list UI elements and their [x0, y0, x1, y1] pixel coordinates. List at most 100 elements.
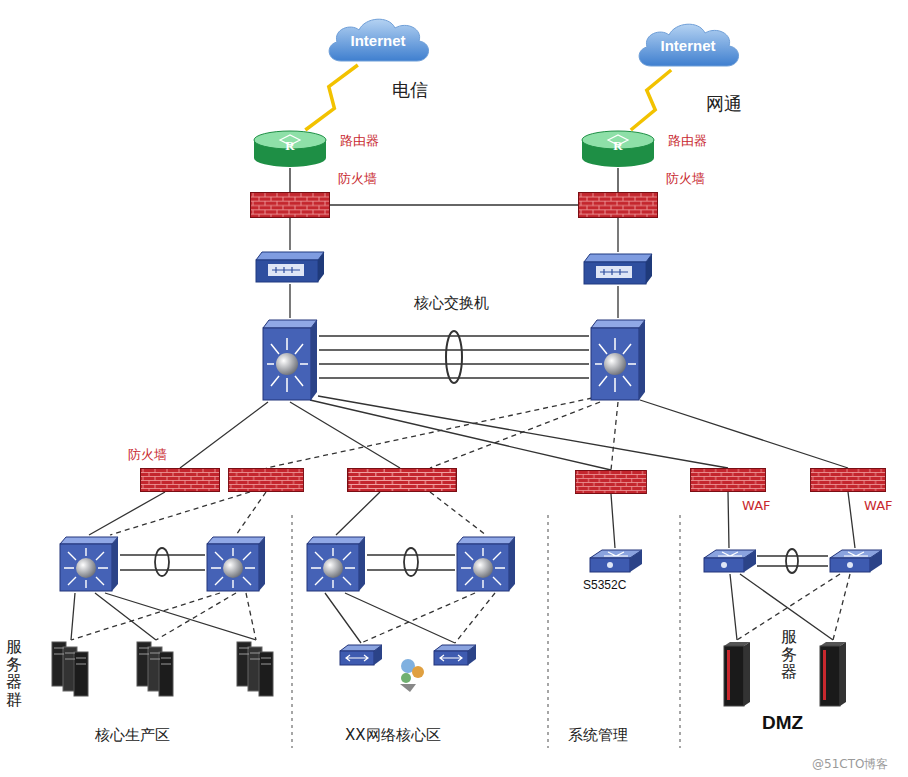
firewall: 防火墙	[250, 192, 330, 218]
art-ellipse	[446, 331, 462, 383]
firewall-shape	[579, 193, 658, 218]
wan-link	[631, 70, 671, 130]
isp-label: 网通	[706, 92, 742, 116]
art-use	[434, 645, 476, 665]
zone-vertical-label: 服务器群	[6, 638, 22, 708]
router-text: 路由器	[668, 132, 707, 150]
art-path	[757, 556, 828, 566]
art-use	[137, 642, 173, 696]
art-use	[263, 320, 317, 400]
waf: WAF	[810, 468, 886, 492]
internet-cloud-text: Internet	[660, 37, 715, 54]
access-switch-shape	[590, 550, 642, 572]
art-use	[340, 645, 382, 665]
devices	[52, 252, 882, 706]
wires	[71, 218, 855, 748]
art-circle	[401, 673, 411, 683]
connector-path	[305, 65, 357, 130]
watermark: @51CTO博客	[812, 756, 888, 773]
router-mark: R	[613, 138, 622, 154]
firewall: 防火墙	[578, 192, 658, 218]
zone-label: 系统管理	[568, 726, 628, 745]
router-shape	[582, 131, 654, 167]
art-use	[237, 642, 273, 696]
connector-path	[330, 204, 578, 205]
firewall-icon	[250, 192, 330, 218]
art-path	[89, 492, 380, 535]
waf-icon	[690, 468, 766, 492]
art-ellipse	[404, 548, 418, 576]
art-path	[180, 396, 848, 470]
firewall: 防火墙	[140, 468, 220, 492]
firewall-shape	[251, 193, 330, 218]
connector-path	[617, 168, 618, 192]
art-circle	[412, 666, 424, 678]
internet-cloud-text: Internet	[350, 32, 405, 49]
art-path	[290, 218, 618, 318]
art-path	[292, 515, 680, 748]
internet-cloud-shape	[639, 24, 738, 66]
art-path	[110, 492, 486, 535]
router-shape	[254, 131, 326, 167]
zone-label: DMZ	[762, 712, 803, 734]
waf-text: WAF	[864, 498, 893, 513]
zone-label: 核心生产区	[95, 726, 170, 745]
waf-shape	[810, 469, 885, 492]
waf-text: WAF	[742, 498, 771, 513]
link-line	[330, 205, 578, 206]
internet-cloud-shape	[329, 19, 428, 61]
wan-link	[305, 65, 357, 130]
internet-cloud: Internet	[633, 20, 743, 70]
connector-path	[631, 70, 671, 130]
waf: WAF	[690, 468, 766, 492]
firewall-icon	[578, 192, 658, 218]
firewall-text: 防火墙	[338, 170, 377, 188]
connector-path	[289, 168, 290, 192]
art-path	[611, 492, 855, 548]
art-ellipse	[155, 548, 169, 576]
link-line	[618, 168, 619, 192]
isp-label: 电信	[392, 78, 428, 102]
art-path	[400, 684, 416, 692]
art-path	[325, 593, 455, 643]
art-path	[71, 593, 256, 640]
firewall-shape	[141, 469, 220, 492]
art-path	[361, 593, 495, 643]
firewall-text: 防火墙	[128, 446, 167, 464]
art-path	[319, 336, 589, 378]
art-ellipse	[786, 549, 798, 573]
art-use	[228, 469, 303, 492]
art-use	[52, 642, 88, 696]
art-use	[60, 537, 118, 591]
firewall-icon	[140, 468, 220, 492]
art-use	[820, 642, 846, 706]
internet-cloud: Internet	[323, 15, 433, 65]
art-use	[575, 471, 646, 494]
art-path	[266, 398, 618, 470]
router-mark: R	[285, 138, 294, 154]
art-path	[71, 593, 256, 640]
user-icon	[400, 659, 424, 692]
firewall-text: 防火墙	[666, 170, 705, 188]
access-switch-icon	[588, 548, 643, 574]
art-use	[307, 537, 365, 591]
link-line	[290, 168, 291, 192]
art-use	[830, 550, 882, 572]
zone-label: XX网络核心区	[345, 726, 441, 745]
art-use	[584, 254, 652, 284]
waf-icon	[810, 468, 886, 492]
access-switch: S5352C	[588, 548, 643, 574]
access-switch-text: S5352C	[583, 578, 626, 592]
art-use	[348, 469, 457, 492]
art-use	[457, 537, 515, 591]
router-text: 路由器	[340, 132, 379, 150]
art-use	[256, 252, 324, 282]
core-switch-label: 核心交换机	[414, 294, 489, 313]
waf-shape	[690, 469, 765, 492]
art-use	[704, 550, 756, 572]
art-use	[207, 537, 265, 591]
art-use	[724, 642, 750, 706]
